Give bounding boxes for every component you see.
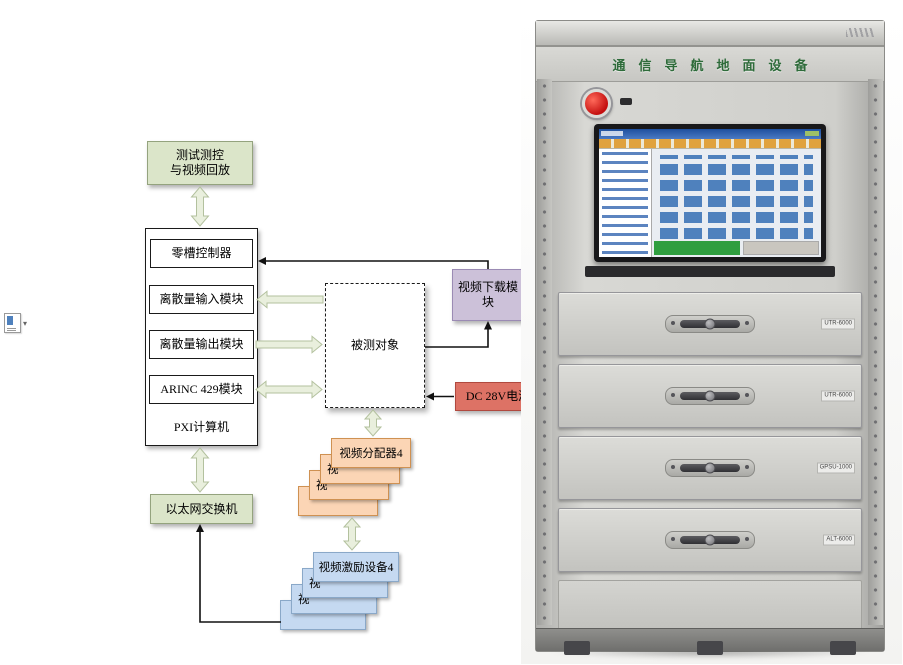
node-test-control-playback: 测试测控 与视频回放 xyxy=(147,141,253,185)
document-clipboard-icon[interactable] xyxy=(4,313,21,333)
node-pxi-computer-label: PXI计算机 xyxy=(173,419,230,434)
paste-options-widget[interactable]: ▾ xyxy=(4,313,27,333)
rack-bottom-blank-panel xyxy=(558,580,862,636)
node-arinc429-module: ARINC 429模块 xyxy=(149,375,254,404)
equipment-rack-photo: 通信导航地面设备 xyxy=(521,14,902,664)
screen-main-area xyxy=(652,149,821,257)
rack-drawer-3: GPSU-1000 xyxy=(558,436,862,500)
rack-foot-center xyxy=(697,641,723,655)
node-ethernet-switch: 以太网交换机 xyxy=(150,494,253,524)
arrow-dcpower-to-dut-head xyxy=(426,392,434,401)
rack-drawer-2: UTR-6000 xyxy=(558,364,862,428)
arrow-videodownload-to-controller-line xyxy=(266,260,489,269)
arrow-dut-to-discrete-input xyxy=(256,290,324,309)
screen-body xyxy=(599,149,821,257)
screen-toolbar xyxy=(599,139,821,149)
screen-button-grid xyxy=(660,155,813,239)
diagram-arrows xyxy=(190,186,492,623)
rack-rail-right xyxy=(868,79,883,625)
monitor-row xyxy=(536,122,884,280)
arrow-arinc-dut-bidirectional xyxy=(255,380,323,399)
rack-drawer-4: ALT-6000 xyxy=(558,508,862,572)
node-discrete-output-module: 离散量输出模块 xyxy=(149,330,254,359)
arrow-dut-to-videodownload-line xyxy=(425,329,489,348)
arrow-stimulus-to-ethernet-head xyxy=(196,524,204,532)
drawer-label: GPSU-1000 xyxy=(816,462,855,474)
screen-status-row xyxy=(652,239,821,257)
rack-monitor xyxy=(594,124,826,262)
node-device-under-test: 被测对象 xyxy=(325,283,425,408)
screen-sidebar xyxy=(599,149,652,257)
drawer-stack: UTR-6000 UTR-6000 GPSU-1000 xyxy=(536,292,884,572)
screen-sidebar-items xyxy=(602,152,648,254)
rack-top-cap xyxy=(536,21,884,47)
rack-base xyxy=(536,628,884,655)
screen-side-panel xyxy=(742,241,819,255)
rack-title-panel: 通信导航地面设备 xyxy=(536,47,884,82)
node-discrete-input-module: 离散量输入模块 xyxy=(149,285,254,314)
node-video-download-module: 视频下载模块 xyxy=(452,269,524,321)
buzzer-indicator xyxy=(620,98,632,105)
node-label-line1: 测试测控 xyxy=(175,148,224,162)
drawer-lock xyxy=(704,534,716,546)
emergency-stop-button xyxy=(582,89,611,118)
arrow-pxi-to-ethernet xyxy=(190,447,210,493)
drawer-lock xyxy=(704,462,716,474)
rack-drawer-1: UTR-6000 xyxy=(558,292,862,356)
drawer-lock xyxy=(704,318,716,330)
drawer-label: ALT-6000 xyxy=(823,534,855,546)
node-slot-controller: 零槽控制器 xyxy=(150,239,253,268)
monitor-screen xyxy=(599,129,821,257)
arrow-videodownload-to-controller-head xyxy=(258,257,266,265)
drawer-label: UTR-6000 xyxy=(821,390,855,402)
rack-title-text: 通信导航地面设备 xyxy=(612,57,821,73)
arrow-test-to-controller xyxy=(190,186,210,227)
chevron-down-icon[interactable]: ▾ xyxy=(23,318,28,328)
node-video-splitter-1: 视频分配器4 xyxy=(331,438,411,468)
screen-titlebar xyxy=(599,129,821,139)
drawer-label: UTR-6000 xyxy=(821,318,855,330)
arrow-discrete-output-to-dut xyxy=(255,335,323,354)
brand-logo-mark xyxy=(846,28,874,37)
node-video-stimulus-1: 视频激励设备4 xyxy=(313,552,399,582)
monitor-hinge xyxy=(585,266,835,277)
drawer-lock xyxy=(704,390,716,402)
node-label-line2: 与视频回放 xyxy=(169,163,230,177)
screen-status-bar xyxy=(654,241,740,255)
arrow-stimulus-to-ethernet-line xyxy=(199,531,281,623)
rack-foot-right xyxy=(830,641,856,655)
arrow-splitter-to-stimulus xyxy=(342,517,362,551)
blank-panel xyxy=(536,280,884,292)
rack-rail-left xyxy=(537,79,552,625)
equipment-rack: 通信导航地面设备 xyxy=(535,20,885,659)
arrow-dut-to-videodownload-head xyxy=(484,321,492,330)
rack-foot-left xyxy=(564,641,590,655)
control-panel-row xyxy=(536,82,884,122)
arrow-dut-to-splitter xyxy=(363,409,383,437)
